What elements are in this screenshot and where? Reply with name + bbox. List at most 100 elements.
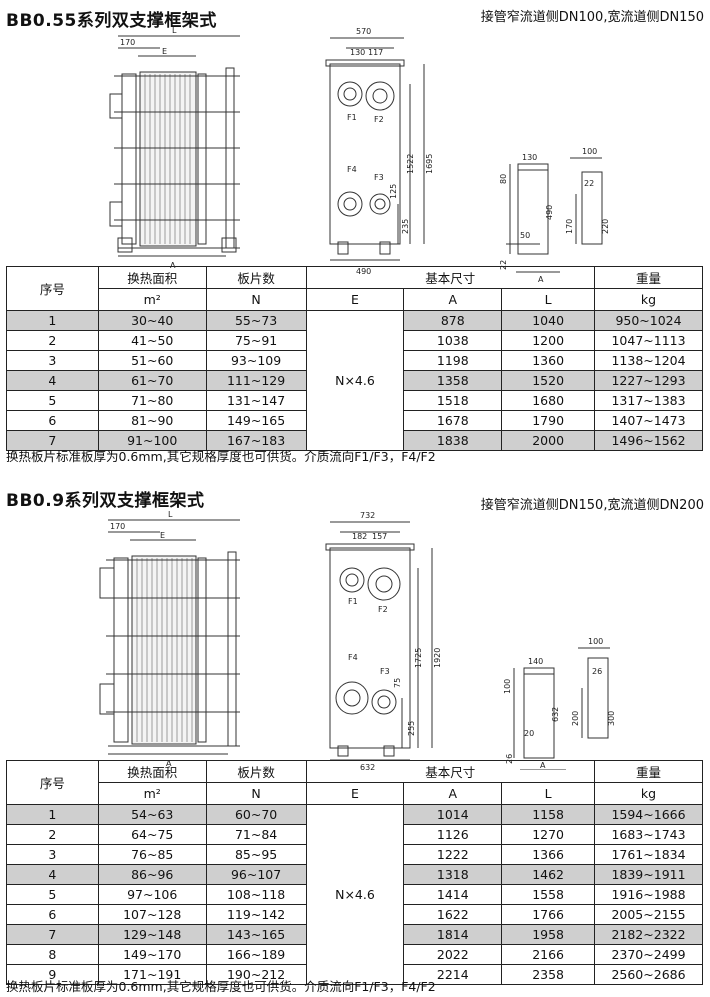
cell-L: 2000 — [501, 430, 596, 451]
cell-seq: 8 — [6, 944, 99, 965]
label-F2: F2 — [374, 115, 384, 124]
table-row: 8 149~170 166~189 2022 2166 2370~2499 — [6, 944, 703, 965]
label-s22b: 22 — [584, 179, 594, 188]
cell-weight: 1317~1383 — [594, 390, 703, 411]
label-F1: F1 — [348, 597, 358, 606]
cell-plates: 60~70 — [205, 804, 307, 825]
label-s130: 130 — [522, 153, 537, 162]
support-detail — [517, 163, 549, 255]
pressure-plate — [197, 73, 207, 245]
connection-spec: 接管窄流道侧DN150,宽流道侧DN200 — [480, 498, 704, 513]
label-125: 125 — [389, 184, 398, 199]
label-75: 75 — [393, 678, 402, 688]
cell-L: 2358 — [501, 964, 596, 985]
table-row: 1 54~63 60~70 N×4.6 1014 1158 1594~1666 — [6, 804, 703, 985]
cell-weight: 950~1024 — [594, 310, 703, 331]
label-s26: 26 — [505, 754, 514, 764]
nozzle-top — [99, 567, 115, 599]
cell-weight: 2370~2499 — [594, 944, 703, 965]
section-bb055: BB0.55系列双支撑框架式 接管窄流道侧DN100,宽流道侧DN150 — [0, 0, 710, 470]
label-s100b: 100 — [588, 637, 603, 646]
footnote: 换热板片标准板厚为0.6mm,其它规格厚度也可供货。介质流向F1/F3，F4/F… — [6, 449, 436, 464]
cell-plates: 85~95 — [205, 844, 307, 865]
cell-A: 1222 — [403, 844, 503, 865]
header-plates-unit: N — [205, 288, 307, 311]
header-weight: 重量 — [594, 760, 703, 783]
cell-plates: 93~109 — [205, 350, 307, 371]
port-F1 — [337, 81, 363, 107]
cell-weight: 1839~1911 — [594, 864, 703, 885]
cell-area: 81~90 — [97, 410, 207, 431]
label-s632: 632 — [551, 707, 560, 722]
label-s26b: 26 — [592, 667, 602, 676]
header-dims: 基本尺寸 — [305, 266, 596, 289]
cell-area: 149~170 — [97, 944, 207, 965]
cell-seq: 4 — [6, 864, 99, 885]
cell-plates: 131~147 — [205, 390, 307, 411]
label-s22: 22 — [499, 260, 508, 270]
cell-L: 1200 — [501, 330, 596, 351]
table-row: 5 97~106 108~118 1414 1558 1916~1988 — [6, 884, 703, 905]
header-weight-unit: kg — [594, 782, 703, 805]
cell-A: 1038 — [403, 330, 503, 351]
nozzle-bottom — [99, 683, 115, 715]
header-plates-unit: N — [205, 782, 307, 805]
cell-L: 1680 — [501, 390, 596, 411]
cell-area: 97~106 — [97, 884, 207, 905]
label-s200: 200 — [571, 711, 580, 726]
table-row: 9 171~191 190~212 2214 2358 2560~2686 — [6, 964, 703, 985]
cell-weight: 1227~1293 — [594, 370, 703, 391]
cell-L: 1270 — [501, 824, 596, 845]
cell-L: 1766 — [501, 904, 596, 925]
header-plates: 板片数 — [205, 760, 307, 783]
header-weight-unit: kg — [594, 288, 703, 311]
header-L: L — [501, 782, 596, 805]
cell-A: 1198 — [403, 350, 503, 371]
header-dims: 基本尺寸 — [305, 760, 596, 783]
cell-A: 1414 — [403, 884, 503, 905]
cell-seq: 7 — [6, 430, 99, 451]
cell-area: 76~85 — [97, 844, 207, 865]
header-A: A — [403, 782, 503, 805]
frame-head — [113, 557, 129, 743]
cell-L: 1158 — [501, 804, 596, 825]
cell-area: 64~75 — [97, 824, 207, 845]
label-117: 117 — [368, 48, 383, 57]
label-F4: F4 — [347, 165, 357, 174]
cell-weight: 1916~1988 — [594, 884, 703, 905]
label-F1: F1 — [347, 113, 357, 122]
table-row: 2 64~75 71~84 1126 1270 1683~1743 — [6, 824, 703, 845]
label-1695: 1695 — [425, 154, 434, 174]
header-area: 换热面积 — [97, 760, 207, 783]
cell-seq: 6 — [6, 904, 99, 925]
label-E: E — [160, 531, 165, 540]
cell-seq: 3 — [6, 844, 99, 865]
support-column — [225, 67, 235, 249]
cell-plates: 119~142 — [205, 904, 307, 925]
table-row: 6 81~90 149~165 1678 1790 1407~1473 — [6, 410, 703, 431]
port-F3 — [369, 193, 391, 215]
label-F4: F4 — [348, 653, 358, 662]
cell-area: 30~40 — [97, 310, 207, 331]
cell-A: 1318 — [403, 864, 503, 885]
cell-weight: 2005~2155 — [594, 904, 703, 925]
label-s80: 80 — [499, 174, 508, 184]
label-s50: 50 — [520, 231, 530, 240]
cell-area: 91~100 — [97, 430, 207, 451]
port-F2 — [367, 567, 401, 601]
cell-area: 129~148 — [97, 924, 207, 945]
header-seq: 序号 — [6, 760, 99, 805]
cell-plates: 167~183 — [205, 430, 307, 451]
cell-weight: 1047~1113 — [594, 330, 703, 351]
label-235: 235 — [401, 219, 410, 234]
cell-weight: 1496~1562 — [594, 430, 703, 451]
cell-L: 2166 — [501, 944, 596, 965]
cell-weight: 1407~1473 — [594, 410, 703, 431]
label-E: E — [162, 47, 167, 56]
foot-detail — [587, 657, 609, 739]
cell-L: 1366 — [501, 844, 596, 865]
cell-plates: 55~73 — [205, 310, 307, 331]
label-s490: 490 — [545, 205, 554, 220]
technical-drawing: 170 E L A 570 130 117 F1 F2 F4 F3 1522 1… — [109, 26, 610, 284]
label-1725: 1725 — [414, 648, 423, 668]
